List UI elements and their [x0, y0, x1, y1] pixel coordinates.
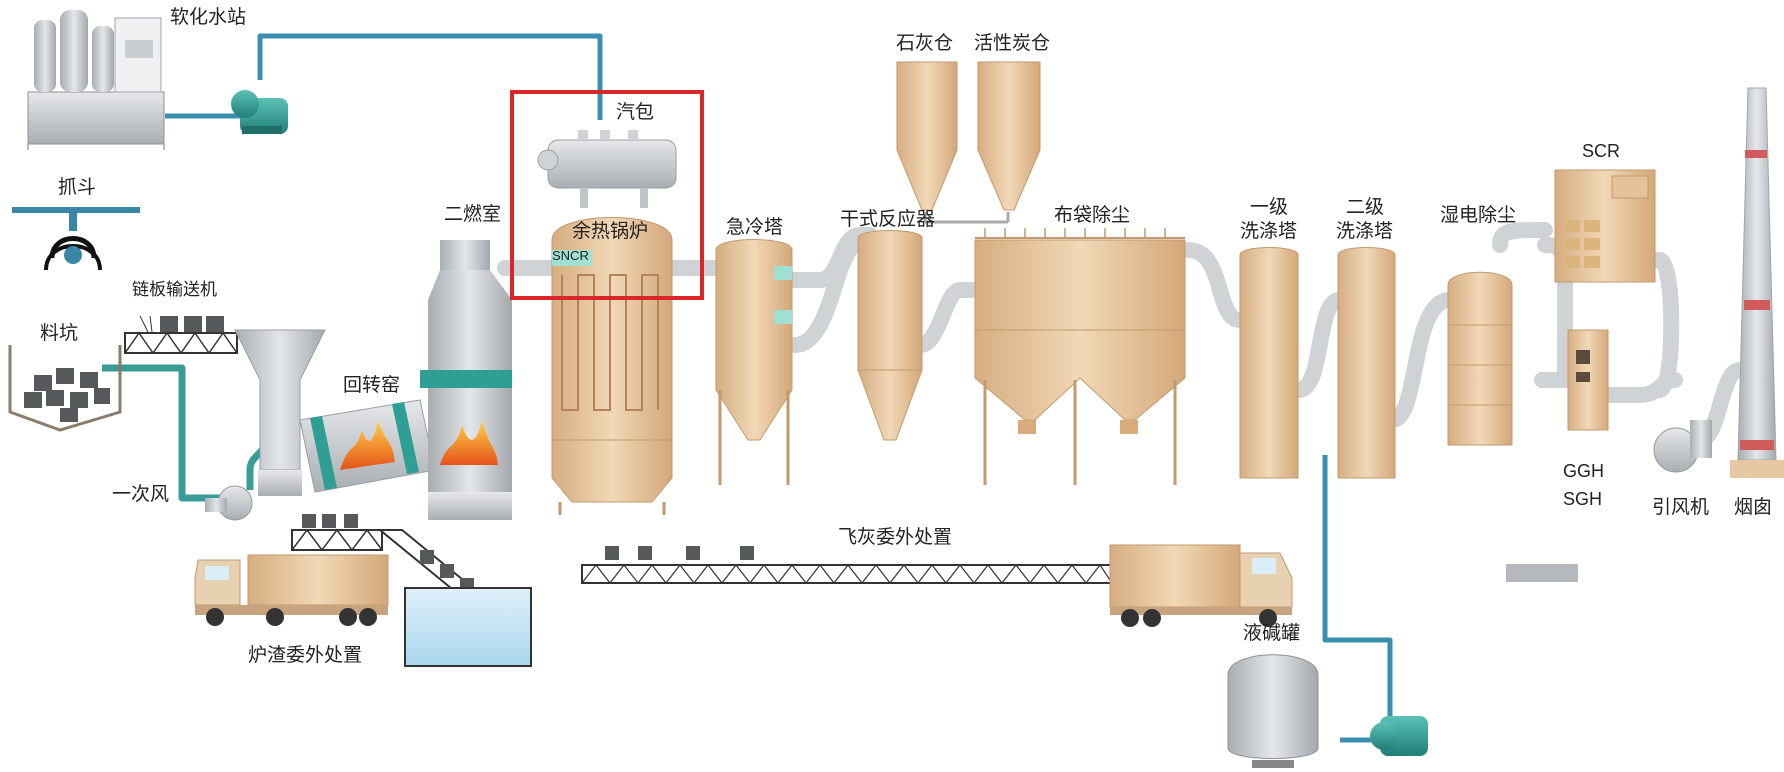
softening-water-station	[27, 10, 165, 150]
label-primary-air: 一次风	[112, 483, 170, 505]
waste-heat-boiler	[551, 217, 673, 515]
label-bag-filter: 布袋除尘	[1054, 204, 1131, 226]
label-feed-pit: 料坑	[40, 322, 79, 344]
slag-water-tank	[404, 587, 532, 667]
label-ggh: GGH	[1563, 461, 1605, 481]
chain-conveyor	[124, 315, 238, 355]
feed-hopper	[234, 329, 326, 496]
label-quench-tower: 急冷塔	[726, 216, 784, 238]
label-activated-carbon-silo: 活性炭仓	[974, 32, 1051, 54]
slag-truck	[194, 554, 389, 626]
ggh-sgh-unit	[1567, 329, 1609, 431]
chimney	[1730, 87, 1784, 478]
label-wet-esp: 湿电除尘	[1440, 204, 1517, 226]
label-sgh: SGH	[1563, 489, 1603, 509]
rotary-kiln	[299, 399, 436, 493]
scrubber-stage-1	[1239, 247, 1299, 479]
label-caustic-soda: 液碱罐	[1243, 622, 1301, 644]
feed-water-pump	[231, 90, 288, 134]
label-scr: SCR	[1582, 141, 1621, 161]
legend-swatch	[1506, 564, 1578, 582]
label-slag-disposal: 炉渣委外处置	[248, 644, 363, 666]
feed-pit	[8, 345, 122, 432]
label-chimney: 烟囱	[1734, 496, 1773, 518]
label-rotary-kiln: 回转窑	[343, 374, 401, 396]
lime-silo	[896, 61, 958, 211]
scrubber-stage-2	[1337, 247, 1396, 479]
label-steam-drum: 汽包	[616, 101, 655, 123]
fly-ash-conveyor	[581, 546, 1113, 584]
secondary-combustion-chamber	[420, 240, 512, 520]
caustic-soda-pump	[1370, 716, 1428, 756]
label-scrubber2-line2: 洗涤塔	[1336, 220, 1394, 242]
scr-unit	[1554, 169, 1656, 283]
label-scrubber1-line2: 洗涤塔	[1240, 220, 1298, 242]
label-sncr: SNCR	[552, 248, 589, 263]
fly-ash-truck	[1109, 544, 1293, 627]
label-secondary-chamber: 二燃室	[444, 203, 502, 225]
quench-tower	[715, 239, 793, 485]
air-pipes	[102, 364, 269, 502]
activated-carbon-silo	[923, 61, 1041, 224]
label-id-fan: 引风机	[1652, 496, 1710, 518]
label-fly-ash-disposal: 飞灰委外处置	[838, 526, 953, 548]
label-dry-reactor: 干式反应器	[840, 208, 936, 230]
bag-filter	[974, 228, 1186, 485]
caustic-soda-tank	[1227, 654, 1319, 768]
grab-bucket	[12, 207, 140, 271]
induced-draft-fan	[1653, 420, 1712, 473]
steam-drum	[537, 130, 677, 208]
label-lime-silo: 石灰仓	[896, 32, 954, 54]
wet-esp	[1447, 271, 1513, 446]
dry-reactor	[857, 230, 923, 441]
primary-air-fan	[205, 485, 253, 521]
label-softening-station: 软化水站	[170, 6, 247, 28]
label-scrubber2-line1: 二级	[1346, 196, 1385, 218]
highlight-box	[510, 90, 704, 300]
label-chain-conveyor: 链板输送机	[132, 280, 217, 300]
label-waste-heat-boiler: 余热锅炉	[572, 220, 649, 242]
label-grab-bucket: 抓斗	[58, 176, 97, 198]
label-scrubber1-line1: 一级	[1250, 196, 1289, 218]
